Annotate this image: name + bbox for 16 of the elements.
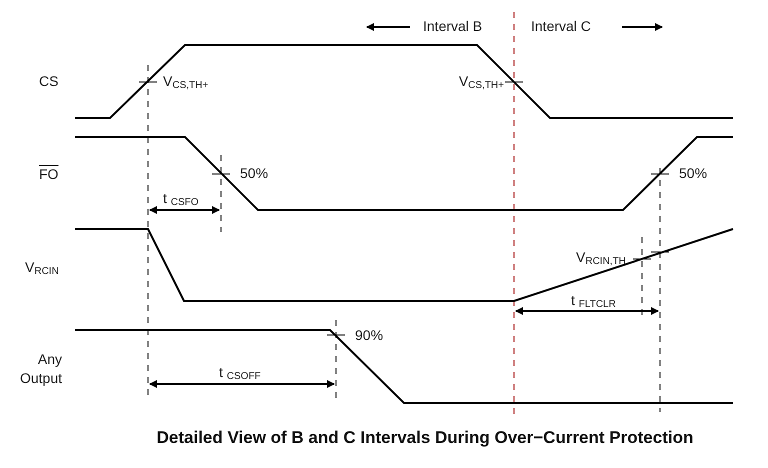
timing-label: t $_{CSFO}$	[163, 190, 199, 210]
threshold-label: V$_{RCIN,TH}$	[576, 249, 626, 269]
threshold-label: V$_{CS,TH+}$	[163, 73, 208, 93]
signal-name: Any Output	[18, 350, 62, 388]
signal-name: V$_{RCIN}$	[25, 259, 59, 279]
signal-name: FO	[39, 166, 58, 183]
interval-label: Interval C	[531, 18, 591, 35]
timing-label: t $_{FLTCLR}$	[571, 292, 616, 312]
percent-label: 90%	[355, 327, 384, 344]
timing-label: t $_{CSOFF}$	[219, 364, 261, 384]
percent-label: 50%	[240, 165, 268, 182]
threshold-label: V$_{CS,TH+}$	[458, 73, 504, 93]
interval-label: Interval B	[423, 18, 482, 35]
signal-name: CS	[39, 73, 58, 90]
percent-label: 50%	[679, 165, 708, 182]
caption: Detailed View of B and C Intervals During Over−Current Protection	[156, 428, 694, 448]
